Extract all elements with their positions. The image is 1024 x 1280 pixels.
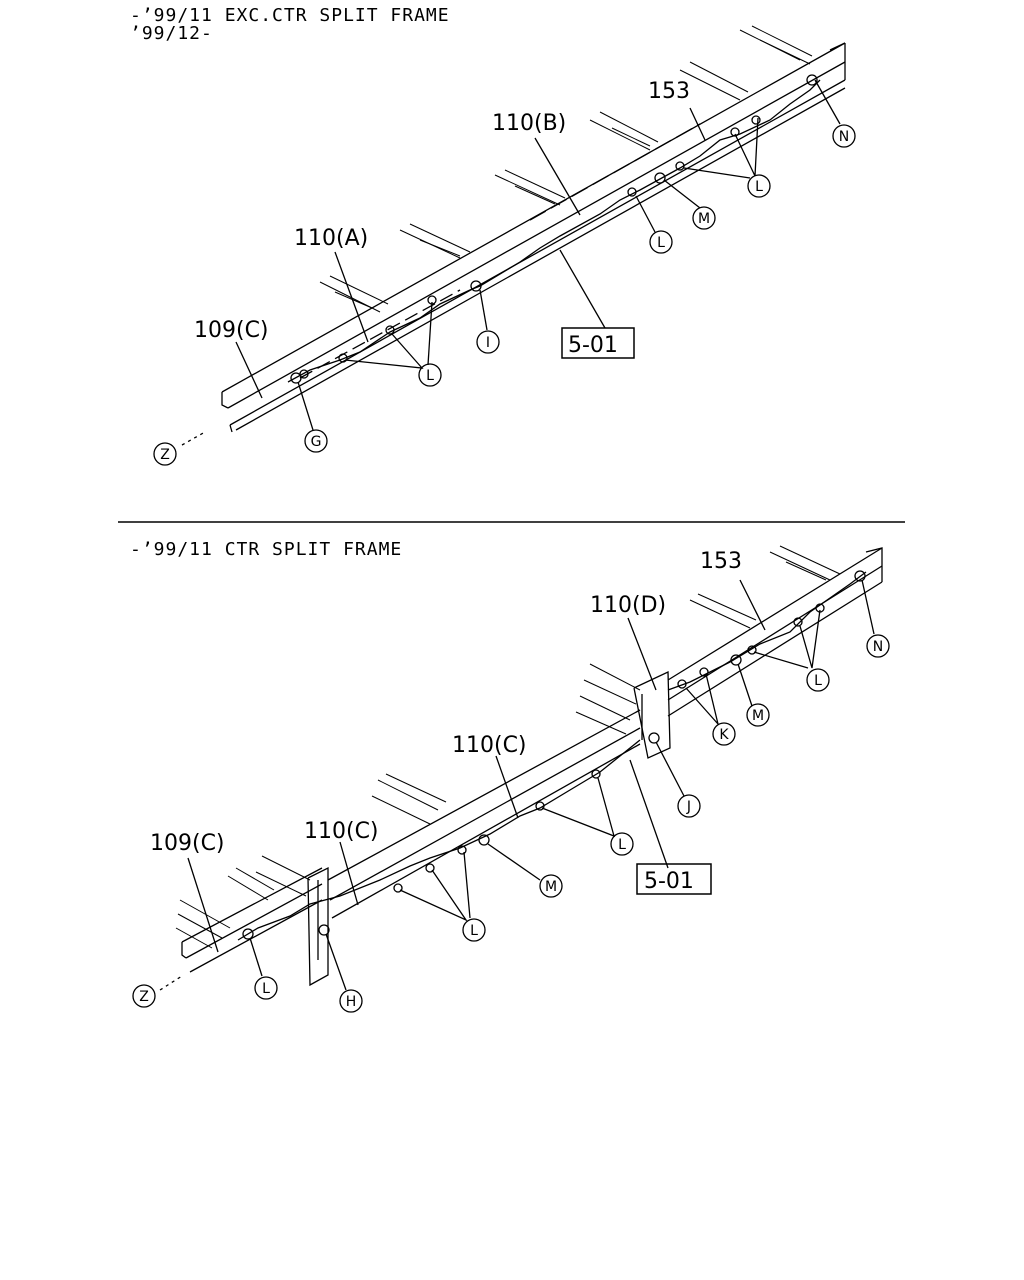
- callout-l: L: [426, 368, 434, 384]
- callout-j: J: [686, 799, 691, 815]
- ref-5-01-bottom: 5-01: [644, 869, 694, 894]
- top-leader-lines: [235, 79, 841, 431]
- top-frame-rail: [181, 25, 846, 446]
- callout-l: L: [262, 981, 270, 997]
- bottom-frame-rail: [159, 545, 883, 991]
- label-109c: 109(C): [194, 318, 269, 343]
- callout-g: G: [311, 434, 322, 450]
- callout-i: I: [486, 335, 490, 351]
- callout-m: M: [698, 211, 710, 227]
- ref-5-01-top: 5-01: [568, 333, 618, 358]
- callout-l: L: [755, 179, 763, 195]
- top-section-title: -’99/11 EXC.CTR SPLIT FRAME: [130, 5, 450, 26]
- callout-n: N: [873, 639, 883, 655]
- callout-m: M: [545, 879, 557, 895]
- callout-l: L: [657, 235, 665, 251]
- callout-z: Z: [160, 447, 170, 463]
- callout-l: L: [470, 923, 478, 939]
- label-110c: 110(C): [452, 733, 527, 758]
- top-section-subtitle: ’99/12-: [130, 23, 213, 44]
- callout-z: Z: [139, 989, 149, 1005]
- ref-box-top: [561, 327, 635, 359]
- callout-l: L: [814, 673, 822, 689]
- label-110a: 110(A): [294, 226, 368, 251]
- label-109c: 109(C): [150, 831, 225, 856]
- label-110d: 110(D): [590, 593, 666, 618]
- callout-m: M: [752, 708, 764, 724]
- label-153: 153: [648, 79, 690, 104]
- label-110c: 110(C): [304, 819, 379, 844]
- bottom-section-title: -’99/11 CTR SPLIT FRAME: [130, 539, 403, 560]
- ref-box-bottom: [636, 863, 712, 895]
- label-110b: 110(B): [492, 111, 566, 136]
- callout-k: K: [719, 727, 729, 743]
- callout-n: N: [839, 129, 849, 145]
- label-153: 153: [700, 549, 742, 574]
- bottom-leader-lines: [187, 579, 875, 991]
- callout-l: L: [618, 837, 626, 853]
- callout-h: H: [346, 994, 357, 1010]
